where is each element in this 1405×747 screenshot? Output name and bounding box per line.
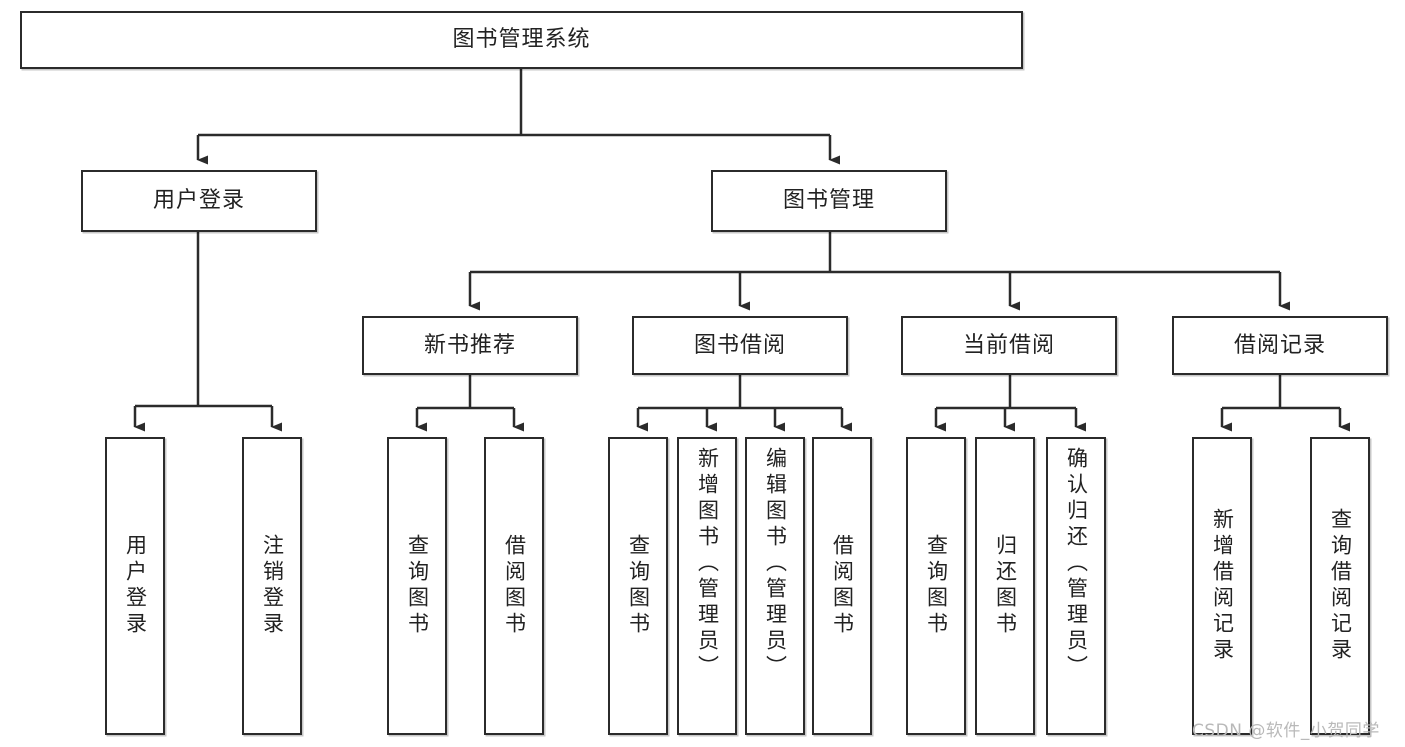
leaf-add-borrow-record[interactable]: 新增借阅记录: [1192, 437, 1252, 735]
node-root-label: 图书管理系统: [452, 27, 591, 53]
node-borrow-record-label: 借阅记录: [1233, 332, 1326, 358]
node-current-borrow[interactable]: 当前借阅: [901, 316, 1117, 375]
leaf-query-book-current-label: 查询图书: [924, 534, 949, 638]
leaf-borrow-book[interactable]: 借阅图书: [812, 437, 872, 735]
node-user-login[interactable]: 用户登录: [81, 170, 317, 232]
leaf-query-book-borrow-label: 查询图书: [626, 534, 651, 638]
node-new-book-recommend-label: 新书推荐: [423, 332, 516, 358]
leaf-user-login-label: 用户登录: [123, 534, 148, 638]
node-book-management[interactable]: 图书管理: [711, 170, 947, 232]
leaf-query-book-recommend[interactable]: 查询图书: [387, 437, 447, 735]
leaf-borrow-book-recommend-label: 借阅图书: [502, 534, 527, 638]
csdn-watermark: CSDN @软件_小贺同学: [1192, 721, 1380, 741]
leaf-confirm-return-admin-label: 确认归还（管理员）: [1064, 447, 1089, 681]
node-current-borrow-label: 当前借阅: [962, 332, 1055, 358]
leaf-add-book-admin-label: 新增图书（管理员）: [695, 447, 720, 681]
leaf-query-book-recommend-label: 查询图书: [405, 534, 430, 638]
leaf-query-borrow-record[interactable]: 查询借阅记录: [1310, 437, 1370, 735]
leaf-return-book[interactable]: 归还图书: [975, 437, 1035, 735]
node-user-login-label: 用户登录: [152, 188, 245, 214]
leaf-query-borrow-record-label: 查询借阅记录: [1328, 508, 1353, 664]
node-book-borrow[interactable]: 图书借阅: [632, 316, 848, 375]
node-root-book-management-system[interactable]: 图书管理系统: [20, 11, 1023, 69]
leaf-edit-book-admin-label: 编辑图书（管理员）: [763, 447, 788, 681]
leaf-query-book-borrow[interactable]: 查询图书: [608, 437, 668, 735]
leaf-borrow-book-label: 借阅图书: [830, 534, 855, 638]
leaf-edit-book-admin[interactable]: 编辑图书（管理员）: [745, 437, 805, 735]
leaf-add-borrow-record-label: 新增借阅记录: [1210, 508, 1235, 664]
leaf-confirm-return-admin[interactable]: 确认归还（管理员）: [1046, 437, 1106, 735]
node-borrow-record[interactable]: 借阅记录: [1172, 316, 1388, 375]
leaf-borrow-book-recommend[interactable]: 借阅图书: [484, 437, 544, 735]
leaf-logout[interactable]: 注销登录: [242, 437, 302, 735]
leaf-add-book-admin[interactable]: 新增图书（管理员）: [677, 437, 737, 735]
node-new-book-recommend[interactable]: 新书推荐: [362, 316, 578, 375]
node-book-borrow-label: 图书借阅: [693, 332, 786, 358]
leaf-return-book-label: 归还图书: [993, 534, 1018, 638]
leaf-user-login[interactable]: 用户登录: [105, 437, 165, 735]
node-book-management-label: 图书管理: [782, 188, 875, 214]
leaf-logout-label: 注销登录: [260, 534, 285, 638]
leaf-query-book-current[interactable]: 查询图书: [906, 437, 966, 735]
